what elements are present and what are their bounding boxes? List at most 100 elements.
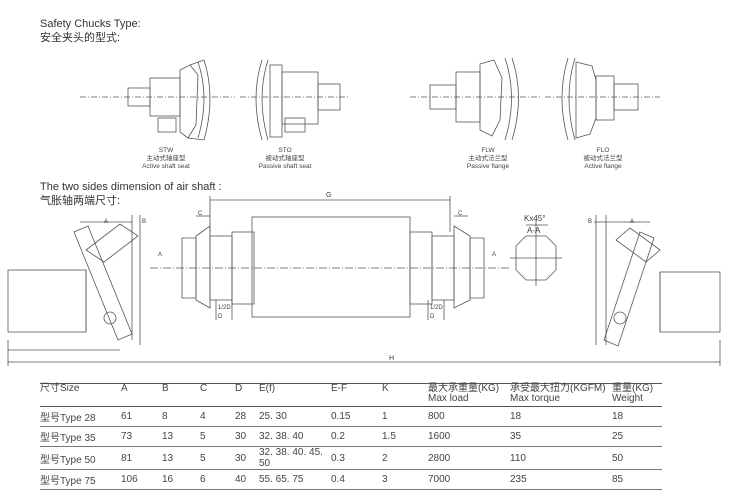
cell-weight: 18 bbox=[612, 411, 624, 422]
table-row: 型号Type 50 81 13 5 30 32. 38. 40. 45. 50 … bbox=[40, 447, 662, 470]
chuck-sto-drawing bbox=[240, 59, 350, 141]
chuck-flw-drawing bbox=[410, 57, 540, 141]
dim-label-c-right: C bbox=[458, 211, 463, 217]
dim-label-a-left: A bbox=[158, 252, 163, 258]
dim-label-kx45: Kx45° bbox=[524, 214, 546, 223]
header-b: B bbox=[162, 383, 169, 394]
cell-a: 61 bbox=[121, 411, 133, 422]
cell-max-torque: 18 bbox=[510, 411, 522, 422]
cell-size: 型号Type 28 bbox=[40, 413, 96, 424]
chuck-cn: 被动式法兰型 bbox=[583, 155, 623, 162]
cell-weight: 50 bbox=[612, 452, 624, 464]
cell-e: 25. 30 bbox=[259, 411, 287, 422]
dim-label-b: B bbox=[142, 219, 147, 225]
cell-e: 32. 38. 40. 45. 50 bbox=[259, 447, 323, 469]
header-e-f: E-F bbox=[331, 383, 348, 394]
dim-label-a: A bbox=[104, 219, 109, 225]
two-sides-heading-cn: 气胀轴两端尺寸: bbox=[40, 195, 121, 207]
cell-e: 32. 38. 40 bbox=[259, 431, 304, 442]
cell-e-f: 0.4 bbox=[331, 474, 345, 485]
chuck-caption-flw: FLW 主动式法兰型 Passive flange bbox=[443, 147, 533, 171]
cell-c: 5 bbox=[200, 452, 206, 464]
cell-b: 13 bbox=[162, 431, 174, 442]
cell-weight: 85 bbox=[612, 474, 624, 485]
chuck-cn: 主动式轴座型 bbox=[146, 155, 186, 162]
header-k: K bbox=[382, 383, 389, 394]
cell-size: 型号Type 75 bbox=[40, 476, 96, 487]
table-header-row: 尺寸Size A B C D E(f) E-F K 最大承重量(KG)Max l… bbox=[40, 383, 662, 407]
cell-b: 13 bbox=[162, 452, 174, 464]
header-c: C bbox=[200, 383, 208, 394]
cell-c: 6 bbox=[200, 474, 206, 485]
header-max-load: 最大承重量(KG)Max load bbox=[428, 383, 500, 404]
chuck-en: Passive flange bbox=[466, 163, 510, 170]
cell-b: 16 bbox=[162, 474, 174, 485]
left-shaft-drawing bbox=[7, 215, 141, 351]
dim-label-section-aa: A-A bbox=[527, 226, 541, 235]
chuck-flo-drawing bbox=[545, 57, 660, 141]
cell-d: 30 bbox=[235, 431, 247, 442]
cell-size: 型号Type 35 bbox=[40, 433, 96, 444]
chuck-stw-drawing bbox=[80, 59, 235, 141]
chuck-code: STO bbox=[278, 147, 292, 154]
cell-k: 3 bbox=[382, 474, 388, 485]
cell-a: 81 bbox=[121, 452, 133, 464]
cell-d: 28 bbox=[235, 411, 247, 422]
dim-label-half-d-left: 1/2D bbox=[218, 305, 231, 311]
cell-b: 8 bbox=[162, 411, 168, 422]
chuck-caption-flo: FLO 被动式法兰型 Active flange bbox=[558, 147, 648, 171]
chuck-cn: 被动式轴座型 bbox=[265, 155, 305, 162]
cell-max-load: 7000 bbox=[428, 474, 451, 485]
chuck-en: Active flange bbox=[584, 163, 622, 170]
header-e: E(f) bbox=[259, 383, 276, 394]
center-shaft-drawing bbox=[7, 196, 721, 366]
cell-c: 4 bbox=[200, 411, 206, 422]
safety-chucks-heading-cn: 安全夹头的型式: bbox=[40, 32, 121, 44]
chuck-code: FLW bbox=[481, 147, 495, 154]
chuck-cn: 主动式法兰型 bbox=[468, 155, 508, 162]
dim-label-half-d-right: 1/2D bbox=[430, 305, 443, 311]
cell-e-f: 0.3 bbox=[331, 452, 345, 464]
chuck-code: STW bbox=[158, 147, 174, 154]
cell-weight: 25 bbox=[612, 431, 624, 442]
cell-max-load: 2800 bbox=[428, 452, 451, 464]
cell-e-f: 0.2 bbox=[331, 431, 345, 442]
dim-label-a-far-right: A bbox=[630, 219, 635, 225]
header-size: 尺寸Size bbox=[40, 383, 80, 394]
dim-label-d-left: D bbox=[218, 314, 223, 320]
dim-label-a-right: A bbox=[492, 252, 497, 258]
cell-size: 型号Type 50 bbox=[40, 454, 96, 466]
chuck-en: Active shaft seat bbox=[142, 163, 190, 170]
cell-k: 1 bbox=[382, 411, 388, 422]
header-weight: 重量(KG)Weight bbox=[612, 383, 654, 404]
cell-e-f: 0.15 bbox=[331, 411, 351, 422]
cell-d: 30 bbox=[235, 452, 247, 464]
cell-d: 40 bbox=[235, 474, 247, 485]
chuck-caption-stw: STW 主动式轴座型 Active shaft seat bbox=[121, 147, 211, 171]
cell-max-torque: 235 bbox=[510, 474, 527, 485]
cell-a: 106 bbox=[121, 474, 138, 485]
cell-max-torque: 110 bbox=[510, 452, 526, 464]
cell-a: 73 bbox=[121, 431, 133, 442]
chuck-en: Passive shaft seat bbox=[258, 163, 312, 170]
cell-e: 55. 65. 75 bbox=[259, 474, 304, 485]
header-a: A bbox=[121, 383, 128, 394]
cell-k: 2 bbox=[382, 452, 388, 464]
table-row: 型号Type 75 106 16 6 40 55. 65. 75 0.4 3 7… bbox=[40, 470, 662, 490]
table-row: 型号Type 28 61 8 4 28 25. 30 0.15 1 800 18… bbox=[40, 407, 662, 427]
chuck-caption-sto: STO 被动式轴座型 Passive shaft seat bbox=[240, 147, 330, 171]
dim-label-d-right: D bbox=[430, 314, 435, 320]
cell-c: 5 bbox=[200, 431, 206, 442]
spec-table: 尺寸Size A B C D E(f) E-F K 最大承重量(KG)Max l… bbox=[40, 383, 662, 490]
safety-chucks-heading-en: Safety Chucks Type: bbox=[40, 18, 141, 30]
section-aa-drawing bbox=[510, 220, 562, 286]
cell-max-load: 1600 bbox=[428, 431, 451, 442]
dim-label-g: G bbox=[326, 192, 332, 199]
chuck-code: FLO bbox=[596, 147, 610, 154]
header-max-torque: 承受最大扭力(KGFM)Max torque bbox=[510, 383, 606, 404]
cell-k: 1.5 bbox=[382, 431, 396, 442]
dim-label-c-left: C bbox=[198, 211, 203, 217]
right-shaft-drawing bbox=[594, 215, 721, 347]
header-d: D bbox=[235, 383, 243, 394]
